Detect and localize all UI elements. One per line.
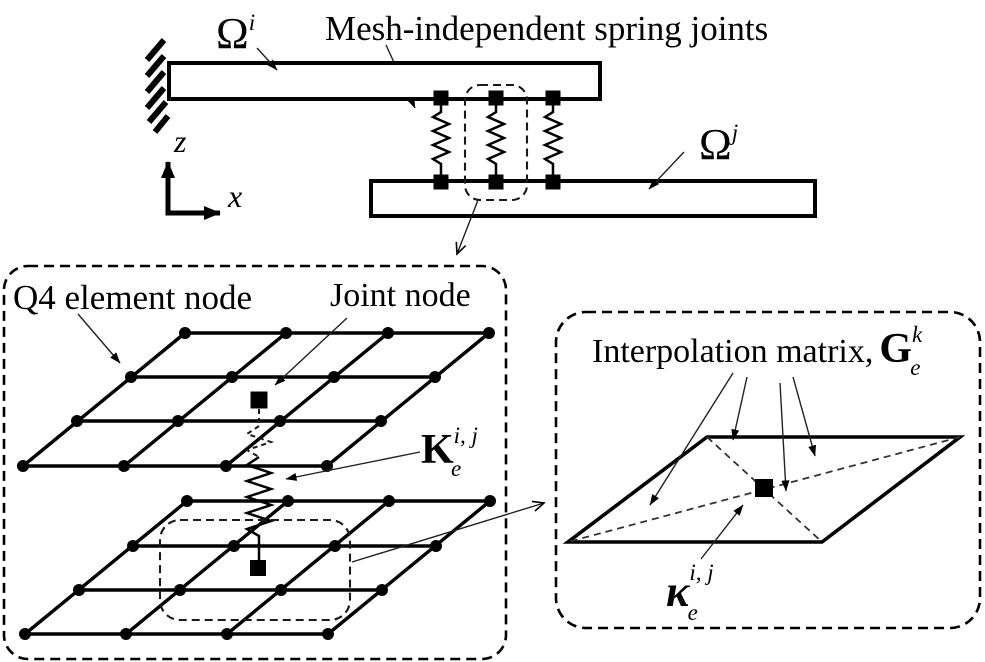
spring-stiffness-arrow — [285, 451, 421, 481]
interpolation-arrows — [649, 372, 817, 506]
highlight-region — [463, 83, 529, 202]
spring-joints — [429, 90, 565, 190]
joint-node-square — [488, 90, 504, 106]
joint-node-square — [545, 90, 561, 106]
spring-1 — [429, 105, 453, 175]
element-joint-node-square — [755, 479, 773, 497]
spring-2 — [484, 105, 508, 175]
joint-node-square — [433, 90, 449, 106]
upper-mesh-nodes — [17, 327, 495, 472]
joint-dashed-zigzag — [244, 425, 275, 458]
lower-mesh-nodes — [19, 495, 496, 640]
panel-link-arrow — [351, 503, 544, 563]
mesh-panel-border — [2, 264, 508, 661]
q4-node-arrow — [77, 313, 121, 364]
lower-joint-node-square — [250, 560, 266, 576]
domain-j-label: Ωj — [699, 120, 738, 169]
domain-j-arrow — [648, 151, 685, 190]
fixed-support-hatching — [144, 38, 171, 134]
spring-joints-label: Mesh-independent spring joints — [325, 9, 768, 48]
joint-node-arrow — [274, 317, 348, 386]
q4-element-node-label: Q4 element node — [13, 278, 252, 317]
domain-i-arrow — [256, 47, 278, 71]
x-axis-label: x — [227, 178, 242, 214]
interpolation-panel-border — [554, 310, 982, 630]
joint-node-square — [545, 174, 561, 190]
joint-node-square — [488, 174, 504, 190]
cantilever-spring-diagram: Mesh-independent spring joints Ωi Ωj z x — [144, 9, 817, 254]
upper-joint-node-square — [250, 391, 268, 409]
kappa-arrow — [700, 504, 744, 560]
joint-node-square — [433, 174, 449, 190]
coordinate-axes: z x — [161, 123, 242, 220]
lower-q4-mesh — [23, 499, 492, 636]
domain-i-beam — [167, 61, 602, 101]
lower-highlight-region — [158, 518, 352, 622]
domain-i-label: Ωi — [216, 9, 255, 58]
spring-3 — [541, 105, 565, 175]
joint-node-label: Joint node — [330, 277, 471, 314]
z-axis-label: z — [173, 123, 187, 159]
zoom-connector-arrow — [457, 199, 479, 254]
